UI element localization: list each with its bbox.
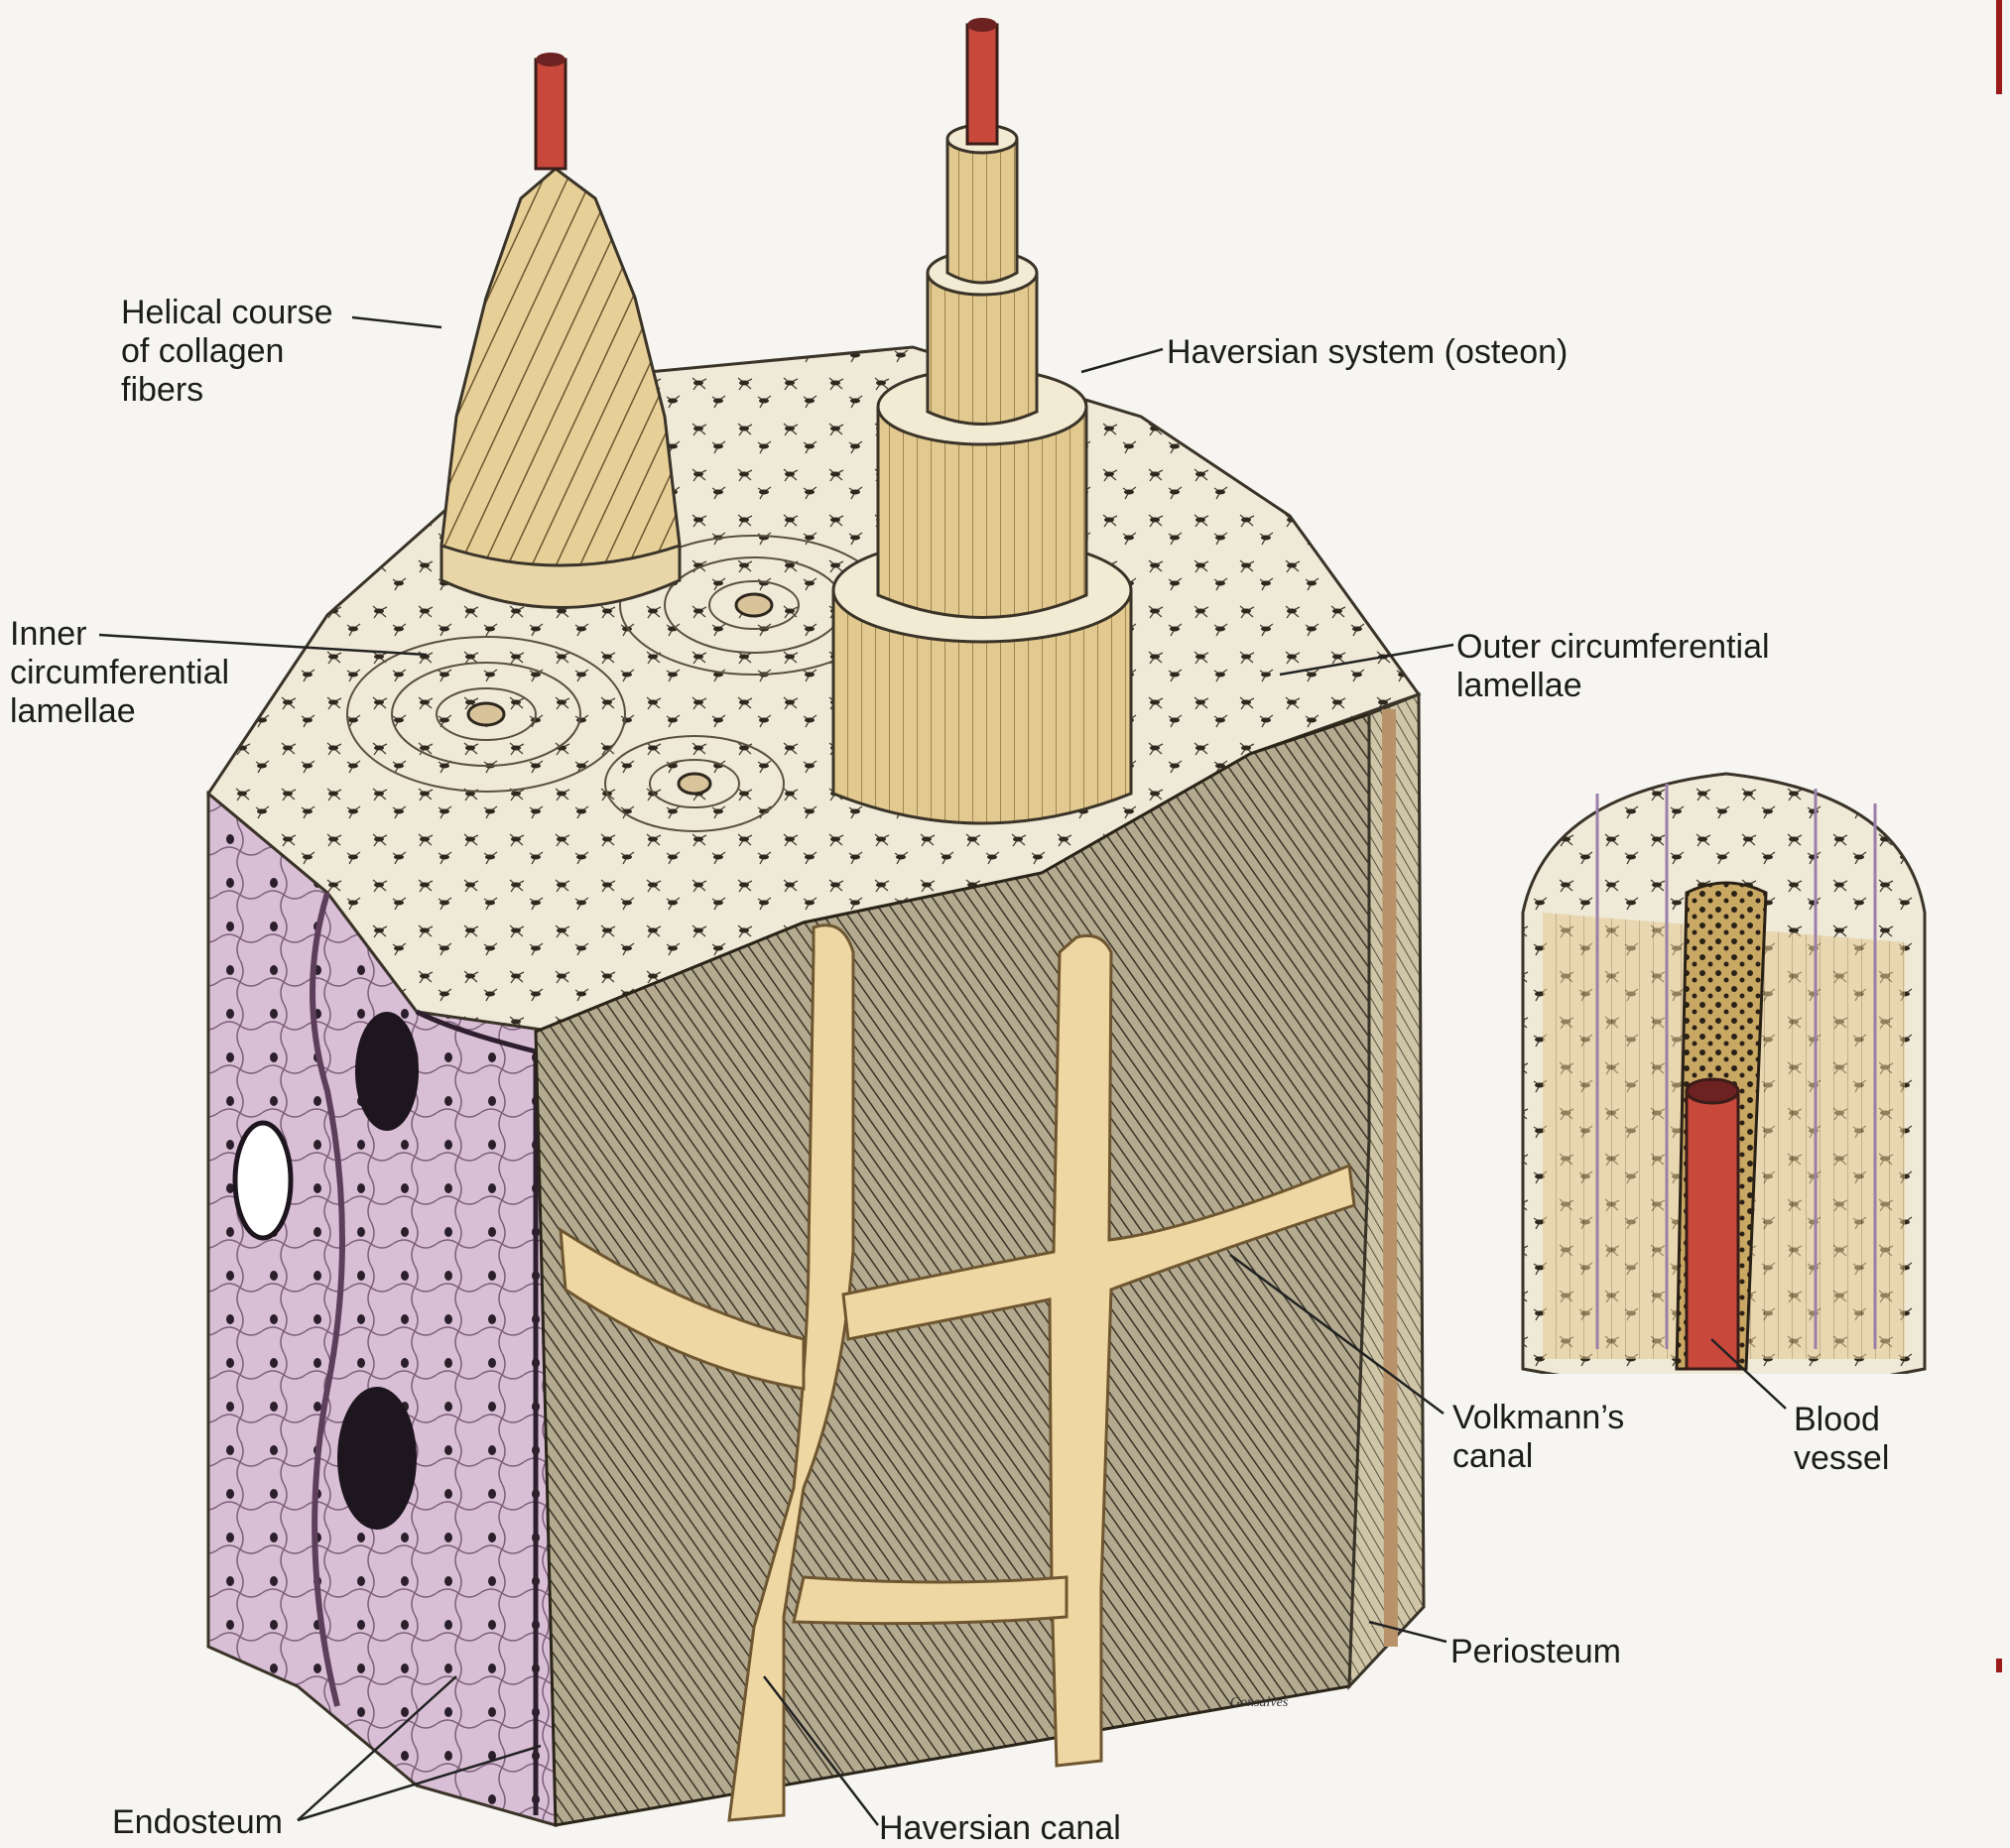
label-endosteum: Endosteum [112, 1803, 283, 1841]
edge-mark-bottom [1996, 1659, 2002, 1672]
label-helical-collagen: Helical course of collagen fibers [121, 294, 333, 409]
label-haversian-canal: Haversian canal [879, 1809, 1121, 1847]
helical-osteon [440, 53, 682, 609]
label-inner-circumferential-lamellae: Inner circumferential lamellae [10, 615, 230, 730]
osteon-rings [346, 535, 889, 832]
label-periosteum: Periosteum [1450, 1633, 1621, 1670]
endosteum-cavities [337, 1012, 419, 1530]
artist-signature: Gonsalves [1230, 1695, 1289, 1710]
haversian-openings [466, 592, 774, 796]
endosteum-opening [232, 1120, 294, 1241]
leader-lines [98, 315, 1787, 1826]
inset-osteon [1508, 772, 1945, 1414]
endosteum-fold [310, 892, 345, 1707]
label-volkmanns-canal: Volkmann’s canal [1452, 1399, 1625, 1475]
haversian-system-osteon [831, 18, 1133, 825]
canals [559, 924, 1356, 1822]
label-haversian-system: Haversian system (osteon) [1167, 333, 1569, 371]
label-outer-circumferential-lamellae: Outer circumferential lamellae [1456, 628, 1770, 704]
edge-mark-top [1996, 0, 2002, 94]
label-blood-vessel: Blood vessel [1794, 1401, 1890, 1477]
